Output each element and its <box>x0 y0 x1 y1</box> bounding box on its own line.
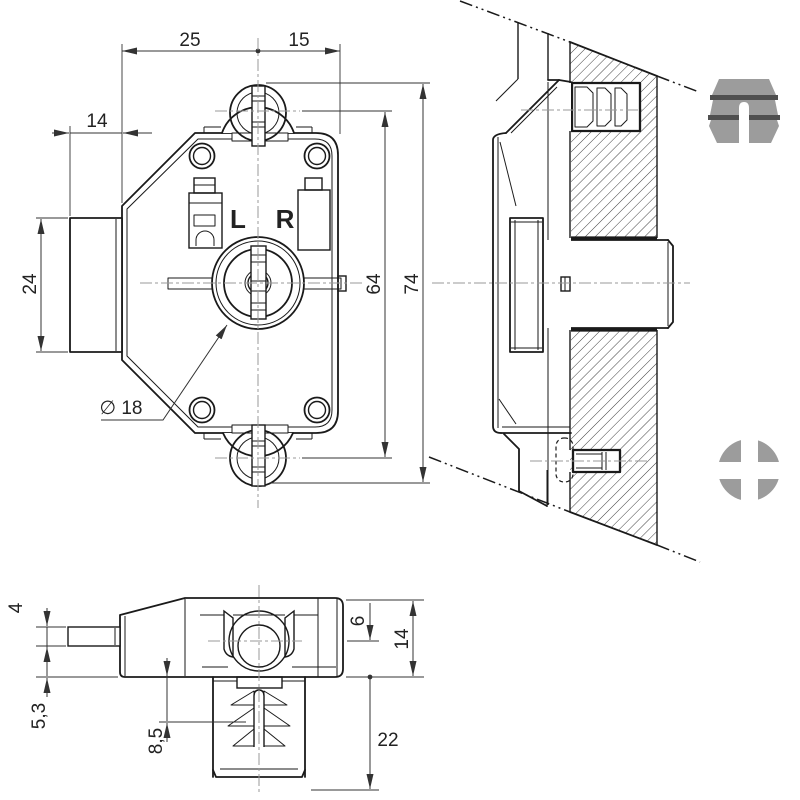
front-dimensions: 25 15 14 24 64 74 ∅ 18 <box>20 30 430 484</box>
dim-5-3: 5,3 <box>29 703 50 729</box>
dim-24: 24 <box>20 273 41 295</box>
dim-25: 25 <box>179 30 200 51</box>
rear-dowel-and-barrel <box>212 676 306 778</box>
lr-changeover-mechanism <box>188 177 331 251</box>
front-view: L R <box>20 30 430 508</box>
dim-22: 22 <box>377 730 398 751</box>
dim-64: 64 <box>364 273 385 295</box>
letter-R: R <box>276 204 295 234</box>
latch-bolt <box>69 217 123 353</box>
panel-break-lines <box>428 0 701 563</box>
bottom-view: 4 5,3 8,5 6 14 22 <box>6 585 424 795</box>
body-bottom-profile <box>119 597 344 678</box>
bottom-dimensions: 4 5,3 8,5 6 14 22 <box>6 599 424 791</box>
phillips-screw-icon <box>718 439 780 501</box>
dim-14-bolt: 14 <box>86 111 108 132</box>
side-view-installed <box>428 0 701 563</box>
mounting-holes <box>188 142 331 424</box>
dim-14-depth: 14 <box>392 628 413 650</box>
top-dowel-section <box>570 81 642 133</box>
dim-4: 4 <box>6 602 27 613</box>
dim-6: 6 <box>348 616 369 627</box>
push-in-dowel-icon <box>708 79 780 143</box>
dim-cylinder-diameter: ∅ 18 <box>100 398 143 419</box>
dim-15: 15 <box>288 30 309 51</box>
dim-8-5: 8,5 <box>146 728 167 754</box>
hidden-dowel-collar <box>555 437 574 483</box>
dim-74: 74 <box>402 273 423 295</box>
bolt-bottom <box>67 626 121 647</box>
letter-L: L <box>230 204 246 234</box>
panel-section-hatch-bottom <box>570 330 657 545</box>
lock-body-profile <box>492 78 572 507</box>
bottom-fixing-tab <box>203 424 313 487</box>
